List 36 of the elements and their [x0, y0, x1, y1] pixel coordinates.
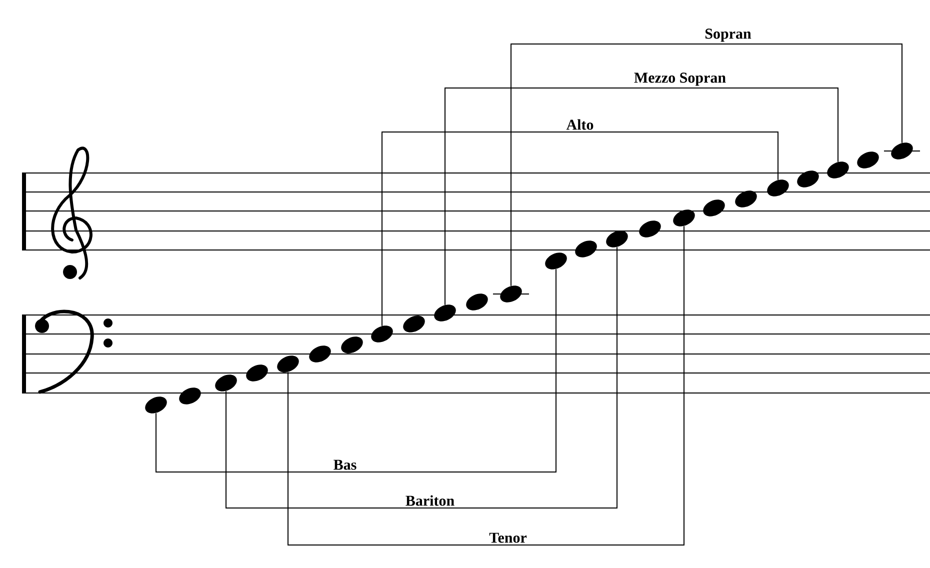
range-bracket — [444, 88, 838, 306]
edge-label: Bas — [334, 460, 356, 470]
edge-label: Tenor — [489, 532, 527, 543]
note-head — [215, 374, 237, 392]
note-head — [145, 396, 167, 414]
note-head — [673, 210, 695, 226]
note-head — [703, 200, 725, 216]
note-head — [827, 162, 849, 178]
note-head — [639, 220, 661, 238]
note-head — [341, 336, 363, 354]
edge-label: Bariton — [406, 495, 454, 506]
range-bracket — [382, 132, 778, 326]
edge-label: Alto — [566, 119, 594, 130]
range-bracket — [288, 226, 684, 546]
edge-label: Mezzo Sopran — [634, 72, 726, 86]
note-head — [466, 294, 488, 310]
note-head — [891, 142, 913, 160]
note-head — [545, 252, 567, 270]
range-bracket — [156, 268, 556, 472]
note-head — [735, 190, 757, 208]
note-head — [403, 316, 425, 332]
range-bracket — [510, 44, 902, 286]
note-head — [434, 304, 456, 322]
note-head — [371, 326, 393, 342]
note-head — [606, 230, 628, 248]
note-head — [277, 356, 299, 372]
note-head — [857, 152, 879, 168]
note-head — [767, 180, 789, 196]
note-head — [500, 286, 522, 302]
range-bracket — [226, 246, 618, 508]
note-head — [309, 346, 331, 362]
note-head — [179, 388, 201, 404]
note-head — [246, 364, 268, 382]
note-head — [797, 170, 819, 188]
edge-label: Sopran — [705, 28, 752, 42]
note-head — [575, 240, 597, 258]
